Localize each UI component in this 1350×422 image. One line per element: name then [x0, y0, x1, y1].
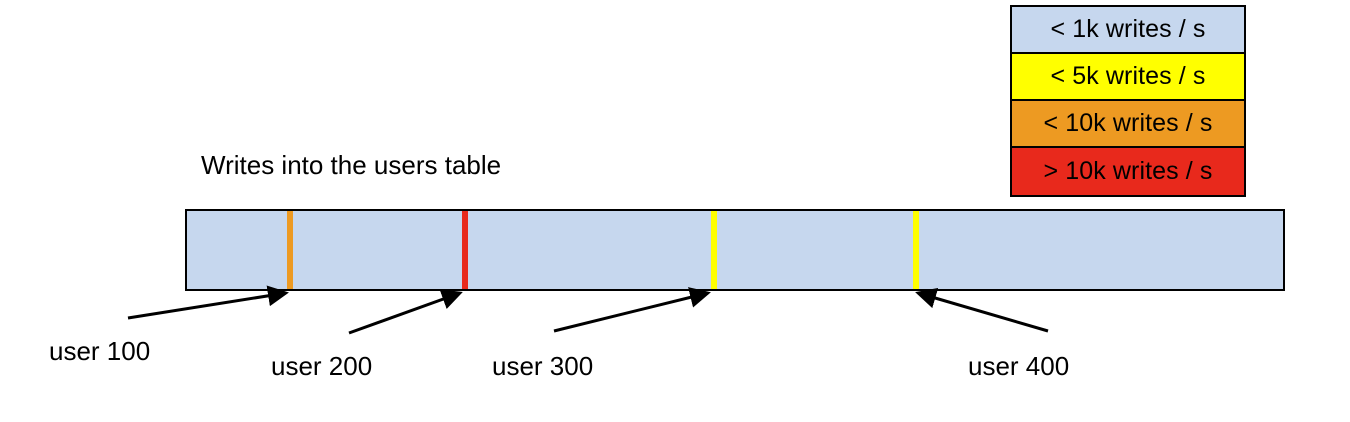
arrow-user-100	[127, 285, 289, 320]
marker-user-200	[462, 211, 468, 289]
label-user-300: user 300	[492, 351, 594, 381]
marker-user-300	[711, 211, 717, 289]
legend-entry-label: < 10k writes / s	[1043, 109, 1213, 137]
marker-user-100	[287, 211, 293, 289]
legend-entry-lt-1k: < 1k writes / s	[1012, 7, 1244, 54]
legend-entry-label: < 5k writes / s	[1050, 62, 1206, 90]
legend-entry-lt-10k: < 10k writes / s	[1012, 101, 1244, 148]
legend-entry-lt-5k: < 5k writes / s	[1012, 54, 1244, 101]
label-user-200: user 200	[271, 351, 373, 381]
chart-title: Writes into the users table	[201, 150, 502, 180]
label-user-400: user 400	[968, 351, 1070, 381]
arrow-user-400	[915, 287, 1049, 333]
legend: < 1k writes / s < 5k writes / s < 10k wr…	[1010, 5, 1246, 197]
users-table-bar	[185, 209, 1285, 291]
marker-user-400	[913, 211, 919, 289]
legend-entry-label: < 1k writes / s	[1050, 15, 1206, 43]
arrow-user-300	[553, 287, 711, 333]
arrow-user-200	[348, 289, 463, 335]
label-user-100: user 100	[49, 336, 151, 366]
legend-entry-label: > 10k writes / s	[1043, 157, 1213, 185]
legend-entry-gt-10k: > 10k writes / s	[1012, 148, 1244, 195]
